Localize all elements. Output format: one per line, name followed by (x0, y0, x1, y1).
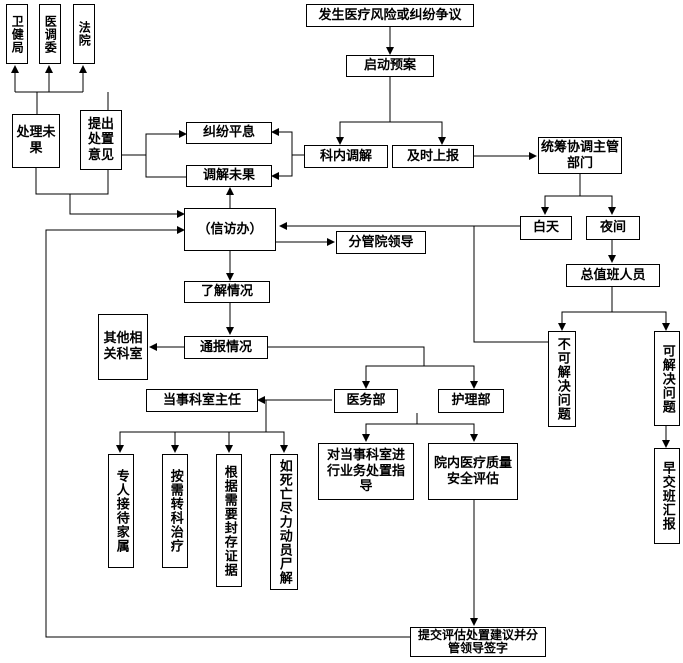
node-zongzhiban: 总值班人员 (566, 264, 660, 287)
node-zhuanren: 专人接待家属 (108, 454, 134, 568)
node-hulibu: 护理部 (438, 389, 504, 413)
node-tongchou: 统筹协调主管部门 (538, 137, 622, 174)
node-tichu-yijian: 提出处置意见 (80, 110, 122, 170)
node-baitian: 白天 (520, 216, 572, 240)
node-yejian: 夜间 (586, 216, 640, 240)
node-kenei-tiaojie: 科内调解 (304, 145, 388, 168)
node-weijianju: 卫健局 (6, 4, 28, 64)
node-yiwubu: 医务部 (334, 389, 398, 413)
node-bukejiejue: 不可解决问题 (548, 331, 576, 427)
node-duidangshi: 对当事科室进行业务处置指导 (318, 443, 414, 500)
node-xinfangban: （信访办） (184, 208, 276, 251)
node-jiufen-pingxi: 纠纷平息 (186, 122, 272, 144)
node-chuli-weiguo: 处理未果 (12, 114, 60, 168)
node-fasheng: 发生医疗风险或纠纷争议 (306, 4, 474, 27)
node-tiaojie-weiguo: 调解未果 (186, 165, 272, 187)
node-yitiaowei: 医调委 (39, 4, 61, 64)
node-genju: 根据需要封存证据 (216, 454, 242, 587)
node-fenguan: 分管院领导 (336, 231, 426, 254)
node-qidong: 启动预案 (346, 55, 434, 77)
node-qita: 其他相关科室 (98, 314, 148, 380)
node-fayuan: 法院 (73, 4, 95, 64)
node-liaojie: 了解情况 (184, 281, 270, 303)
node-tijiao: 提交评估处置建议并分管领导签字 (410, 627, 546, 657)
node-yuannei: 院内医疗质量安全评估 (428, 443, 518, 500)
node-kejiejue: 可解决问题 (654, 331, 680, 426)
node-dangshi: 当事科室主任 (146, 389, 258, 412)
node-anxu: 按需转科治疗 (162, 454, 188, 568)
node-rusiwang: 如死亡尽力动员尸解 (270, 454, 298, 590)
node-jishi-shangbao: 及时上报 (392, 145, 474, 168)
node-tongbao: 通报情况 (184, 336, 268, 359)
node-zaojiaoban: 早交班汇报 (654, 448, 680, 544)
